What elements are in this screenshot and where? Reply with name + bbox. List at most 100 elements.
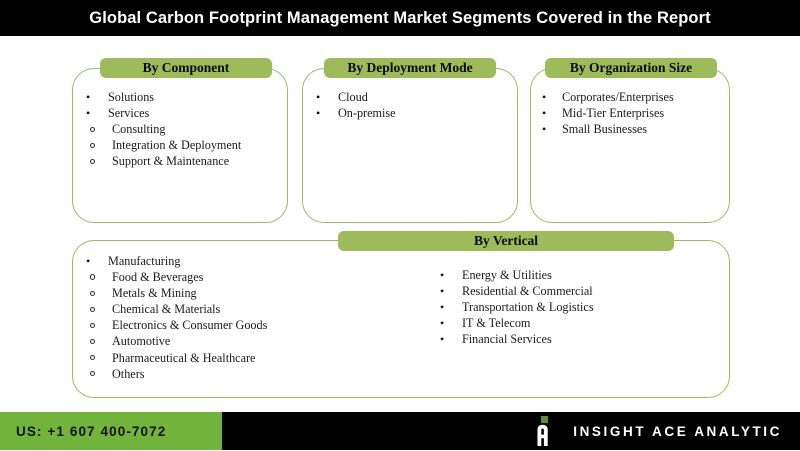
circle-bullet-icon (90, 306, 96, 312)
segment-body-by-vertical: • Manufacturing Food & Beverages Metals … (72, 254, 730, 398)
segment-body-by-deployment-mode: • Cloud • On-premise (302, 90, 518, 223)
segment-card-by-component (72, 68, 288, 223)
list-item-label: Food & Beverages (112, 270, 204, 285)
list-item-label: Others (112, 366, 145, 381)
list-item: Support & Maintenance (72, 154, 288, 170)
list-item-label: Residential & Commercial (462, 284, 593, 299)
bullet-icon: • (440, 315, 445, 330)
vertical-sublist-manufacturing: Food & Beverages Metals & Mining Chemica… (72, 270, 412, 382)
list-item: • Manufacturing (72, 254, 412, 270)
segment-body-by-component: • Solutions • Services Consulting Integr… (72, 90, 288, 223)
bullet-icon: • (86, 89, 91, 104)
segment-title-by-deployment-mode: By Deployment Mode (324, 58, 496, 78)
bullet-icon: • (440, 267, 445, 282)
segment-card-by-vertical (72, 240, 730, 398)
list-item: • Corporates/Enterprises (530, 90, 730, 106)
circle-bullet-icon (90, 290, 96, 296)
list-item: • Transportation & Logistics (412, 300, 730, 316)
brand-lockup: INSIGHT ACE ANALYTIC (531, 412, 782, 450)
list-item: Electronics & Consumer Goods (72, 318, 412, 334)
bullet-icon: • (86, 253, 91, 268)
list-item-label: Consulting (112, 122, 166, 137)
list-item: • IT & Telecom (412, 316, 730, 332)
list-item: Consulting (72, 122, 288, 138)
segment-list-by-component: • Solutions • Services (72, 90, 288, 122)
list-item: Chemical & Materials (72, 302, 412, 318)
bullet-icon: • (542, 89, 547, 104)
bullet-icon: • (440, 331, 445, 346)
circle-bullet-icon (90, 354, 96, 361)
bullet-icon: • (316, 89, 321, 104)
bullet-icon: • (440, 283, 445, 298)
list-item: • Residential & Commercial (412, 284, 730, 300)
segment-card-by-organization-size (530, 68, 730, 223)
list-item-label: Metals & Mining (112, 286, 197, 301)
circle-bullet-icon (90, 371, 96, 377)
segment-title-by-vertical: By Vertical (338, 231, 674, 251)
vertical-list-manufacturing: • Manufacturing (72, 254, 412, 270)
list-item: • Solutions (72, 90, 288, 106)
list-item-label: Solutions (108, 90, 155, 104)
list-item-label: Transportation & Logistics (462, 300, 594, 315)
list-item-label: Mid-Tier Enterprises (562, 106, 665, 121)
list-item: • Mid-Tier Enterprises (530, 106, 730, 122)
vertical-left-column: • Manufacturing Food & Beverages Metals … (72, 254, 412, 383)
segment-title-label: By Organization Size (569, 60, 693, 75)
footer-bar: US: +1 607 400-7072 INSIGHT ACE ANALYTIC (0, 412, 800, 450)
list-item-label: Automotive (112, 334, 171, 349)
segment-list-by-organization-size: • Corporates/Enterprises • Mid-Tier Ente… (530, 90, 730, 138)
segment-list-by-deployment-mode: • Cloud • On-premise (302, 90, 518, 122)
page-title: Global Carbon Footprint Management Marke… (89, 8, 711, 27)
list-item-label: Chemical & Materials (112, 302, 221, 317)
segment-title-label: By Component (142, 60, 230, 75)
list-item: • On-premise (302, 106, 518, 122)
list-item: • Services (72, 106, 288, 122)
segment-title-by-component: By Component (100, 58, 272, 78)
list-item-label: Services (108, 106, 150, 121)
bullet-icon: • (86, 105, 91, 120)
vertical-right-column: • Energy & Utilities • Residential & Com… (412, 254, 730, 348)
footer-phone-block: US: +1 607 400-7072 (0, 412, 222, 450)
circle-bullet-icon (90, 142, 96, 148)
footer-phone-number: US: +1 607 400-7072 (16, 423, 167, 439)
vertical-list-industries: • Energy & Utilities • Residential & Com… (412, 268, 730, 348)
segment-title-by-organization-size: By Organization Size (545, 58, 717, 78)
list-item-label: Pharmaceutical & Healthcare (112, 350, 256, 365)
list-item: Integration & Deployment (72, 138, 288, 154)
header-bar: Global Carbon Footprint Management Marke… (0, 0, 800, 36)
segment-title-label: By Vertical (473, 233, 539, 248)
list-item: Metals & Mining (72, 286, 412, 302)
bullet-icon: • (542, 121, 547, 136)
insight-ace-logo-icon (531, 416, 557, 446)
list-item: • Cloud (302, 90, 518, 106)
list-item-label: Electronics & Consumer Goods (112, 318, 268, 333)
list-item-label: Support & Maintenance (112, 154, 230, 169)
brand-name: INSIGHT ACE ANALYTIC (573, 423, 782, 439)
bullet-icon: • (542, 105, 547, 120)
segment-body-by-organization-size: • Corporates/Enterprises • Mid-Tier Ente… (530, 90, 730, 223)
circle-bullet-icon (90, 274, 96, 280)
list-item: Food & Beverages (72, 270, 412, 286)
list-item-label: Integration & Deployment (112, 138, 242, 153)
list-item-label: Small Businesses (562, 122, 647, 137)
bullet-icon: • (316, 105, 321, 120)
list-item-label: On-premise (338, 106, 396, 121)
list-item: • Financial Services (412, 332, 730, 348)
list-item-label: Corporates/Enterprises (562, 90, 674, 104)
list-item-label: Energy & Utilities (462, 268, 552, 282)
bullet-icon: • (440, 299, 445, 314)
list-item-label: Financial Services (462, 332, 552, 347)
list-item: Pharmaceutical & Healthcare (72, 351, 412, 367)
circle-bullet-icon (90, 338, 96, 345)
circle-bullet-icon (90, 126, 96, 132)
segment-sublist-services: Consulting Integration & Deployment Supp… (72, 122, 288, 170)
list-item: • Small Businesses (530, 122, 730, 138)
list-item: • Energy & Utilities (412, 268, 730, 284)
list-item: Others (72, 367, 412, 383)
circle-bullet-icon (90, 322, 96, 328)
list-item-label: Cloud (338, 90, 368, 104)
list-item-label: Manufacturing (108, 254, 181, 268)
segment-card-by-deployment-mode (302, 68, 518, 223)
segment-title-label: By Deployment Mode (347, 60, 473, 75)
list-item: Automotive (72, 334, 412, 350)
